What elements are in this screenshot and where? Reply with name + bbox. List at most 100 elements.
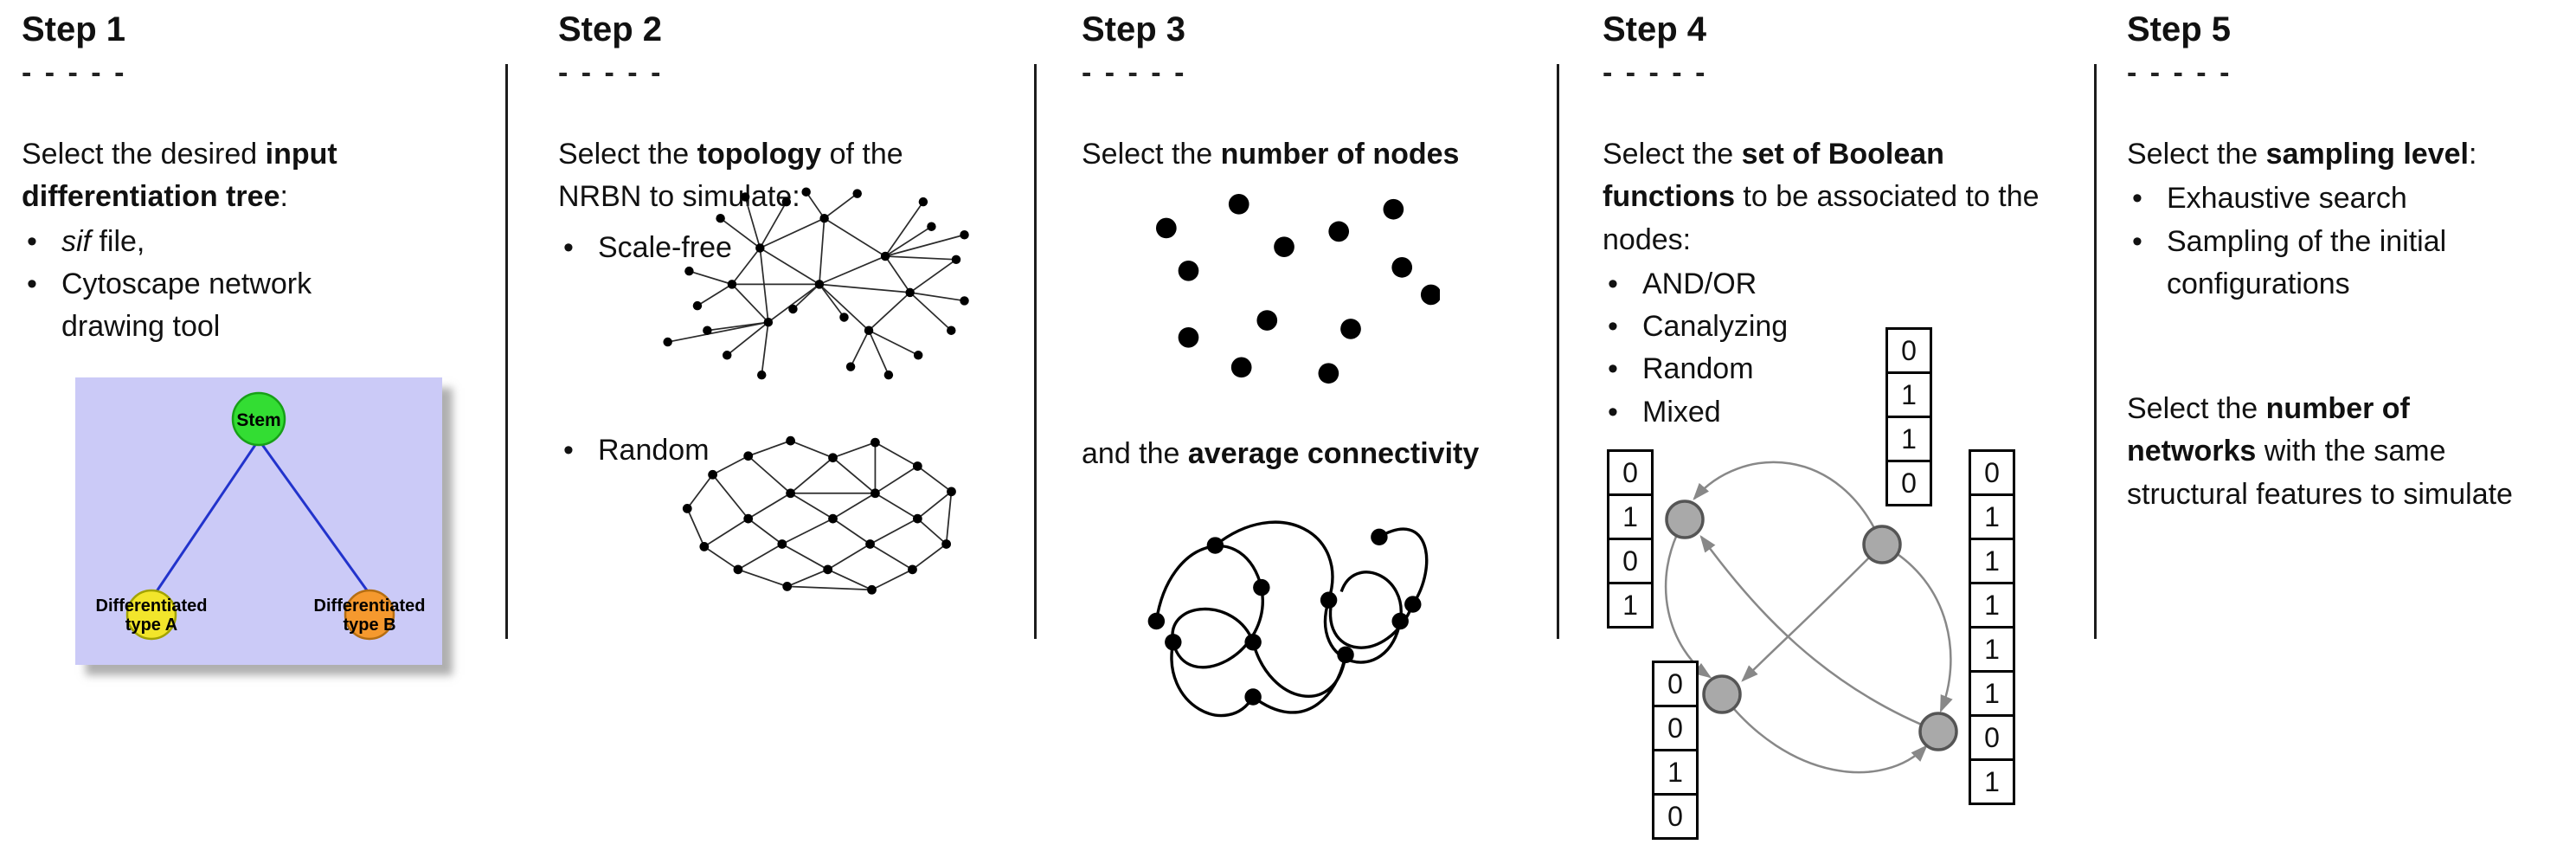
bullet-text: Mixed [1642, 395, 1721, 429]
bullet-text: Scale-free [598, 231, 732, 264]
truth-table-cell: 1 [1652, 749, 1699, 796]
step-1-bullet-list: • sif file, • Cytoscape network drawing … [22, 221, 489, 349]
text-segment-bold: topology [697, 138, 822, 171]
truth-table-cell: 0 [1652, 705, 1699, 751]
boolean-node [1702, 674, 1742, 714]
nodes-dots-figure [1155, 193, 1440, 384]
column-divider [1034, 64, 1037, 639]
text-segment: Select the [558, 138, 697, 171]
text-segment: to be associated to the nodes: [1603, 180, 2040, 256]
text-segment: with the same structural features to sim… [2127, 435, 2513, 511]
step-2-intro: Select the topology of the NRBN to simul… [558, 133, 991, 219]
column-divider [1557, 64, 1559, 639]
bullet-icon: • [27, 224, 37, 258]
bullet-scale-free: • Scale-free [558, 227, 852, 269]
step-4-intro: Select the set of Boolean functions to b… [1603, 133, 2044, 261]
step-4-dashes: - - - - - [1603, 56, 1708, 89]
bullet-and-or: • AND/OR [1603, 263, 2044, 306]
tree-edge [257, 439, 371, 595]
text-segment-bold: average connectivity [1187, 437, 1480, 470]
step-3-title: Step 3 [1082, 10, 1186, 48]
step-5-column: Step 5 - - - - - Select the sampling lev… [2127, 0, 2542, 851]
bullet-icon: • [27, 267, 37, 300]
step-2-title: Step 2 [558, 10, 663, 48]
differentiated-type-b-node [344, 589, 395, 641]
boolean-node [1862, 525, 1902, 564]
bullet-text: Sampling of the initial configurations [2167, 224, 2447, 300]
bullet-icon: • [1608, 310, 1618, 344]
bullet-cytoscape-tool: • Cytoscape network drawing tool [22, 263, 489, 349]
type-b-label-line1: Differentiated [314, 596, 426, 616]
truth-table-cell: 1 [1969, 582, 2015, 629]
step-3-column: Step 3 - - - - - Select the number of no… [1082, 0, 1553, 851]
truth-table-cell: 0 [1969, 449, 2015, 496]
bullet-text: Random [598, 434, 710, 467]
differentiation-tree-figure: Stem Differentiated type A Differentiate… [75, 377, 442, 665]
truth-table-cell: 1 [1969, 538, 2015, 584]
text-segment: Select the desired [22, 138, 266, 171]
network-edge [1741, 544, 1883, 682]
text-segment-bold: input differentiation tree [22, 138, 337, 214]
network-edge [1881, 543, 1953, 713]
text-segment: file, [91, 224, 145, 258]
bullet-random: • Random [558, 429, 852, 472]
text-segment: Select the [2127, 392, 2266, 426]
bullet-text: Canalyzing [1642, 310, 1789, 344]
text-segment-italic: sif [61, 224, 91, 258]
step-5-number-of-networks-text: Select the number of networks with the s… [2127, 388, 2542, 516]
bullet-icon: • [1608, 395, 1618, 429]
bullet-text: Cytoscape network drawing tool [61, 267, 312, 344]
truth-table-cell: 1 [1969, 670, 2015, 717]
stem-node-label: Stem [236, 410, 280, 430]
stem-node [231, 391, 286, 447]
bullet-sif-file: • sif file, [22, 221, 489, 263]
step-5-bullet-list: • Exhaustive search • Sampling of the in… [2127, 177, 2542, 306]
network-edge [1721, 693, 1928, 774]
step-1-dashes: - - - - - [22, 56, 127, 89]
step-5-title: Step 5 [2127, 10, 2232, 48]
text-segment-bold: number of networks [2127, 392, 2410, 468]
truth-table-cell: 1 [1969, 626, 2015, 673]
text-segment: : [279, 180, 288, 214]
truth-table-cell: 0 [1607, 538, 1654, 584]
truth-table-cell: 0 [1652, 793, 1699, 840]
step-1-title: Step 1 [22, 10, 126, 48]
bullet-icon: • [1608, 352, 1618, 386]
bullet-text: sif file, [61, 221, 408, 263]
type-a-label-line2: type A [125, 616, 177, 635]
text-segment-bold: sampling level [2265, 138, 2469, 171]
type-a-label-line1: Differentiated [96, 596, 208, 616]
step-4-bullet-list: • AND/OR • Canalyzing • Random • Mixed [1603, 263, 2044, 434]
bullet-icon: • [1608, 267, 1618, 300]
type-b-label-line2: type B [343, 616, 395, 635]
boolean-network-edges [1664, 461, 1958, 774]
step-2-dashes: - - - - - [558, 56, 664, 89]
step-3-dashes: - - - - - [1082, 56, 1187, 89]
truth-table-cell: 1 [1607, 582, 1654, 629]
bullet-canalyzing: • Canalyzing [1603, 306, 2044, 348]
step-3-number-of-nodes-text: Select the number of nodes [1082, 133, 1553, 176]
text-segment: Select the [1603, 138, 1742, 171]
bullet-icon: • [563, 231, 574, 264]
step-4-column: Step 4 - - - - - Select the set of Boole… [1603, 0, 2044, 851]
bullet-icon: • [2132, 182, 2142, 216]
step-5-dashes: - - - - - [2127, 56, 2232, 89]
text-segment-bold: number of nodes [1220, 138, 1460, 171]
truth-table-cell: 1 [1885, 416, 1932, 462]
text-segment: Select the [1082, 138, 1221, 171]
text-segment-bold: set of Boolean functions [1603, 138, 1944, 214]
text-segment: : [2468, 138, 2477, 171]
truth-table-cell: 0 [1885, 327, 1932, 374]
boolean-node [1918, 712, 1958, 751]
step-3-average-connectivity-text: and the average connectivity [1082, 433, 1553, 475]
random-network-figure [682, 435, 956, 595]
truth-table-cell: 0 [1969, 714, 2015, 761]
bullet-icon: • [563, 434, 574, 467]
tree-edge [153, 439, 260, 595]
